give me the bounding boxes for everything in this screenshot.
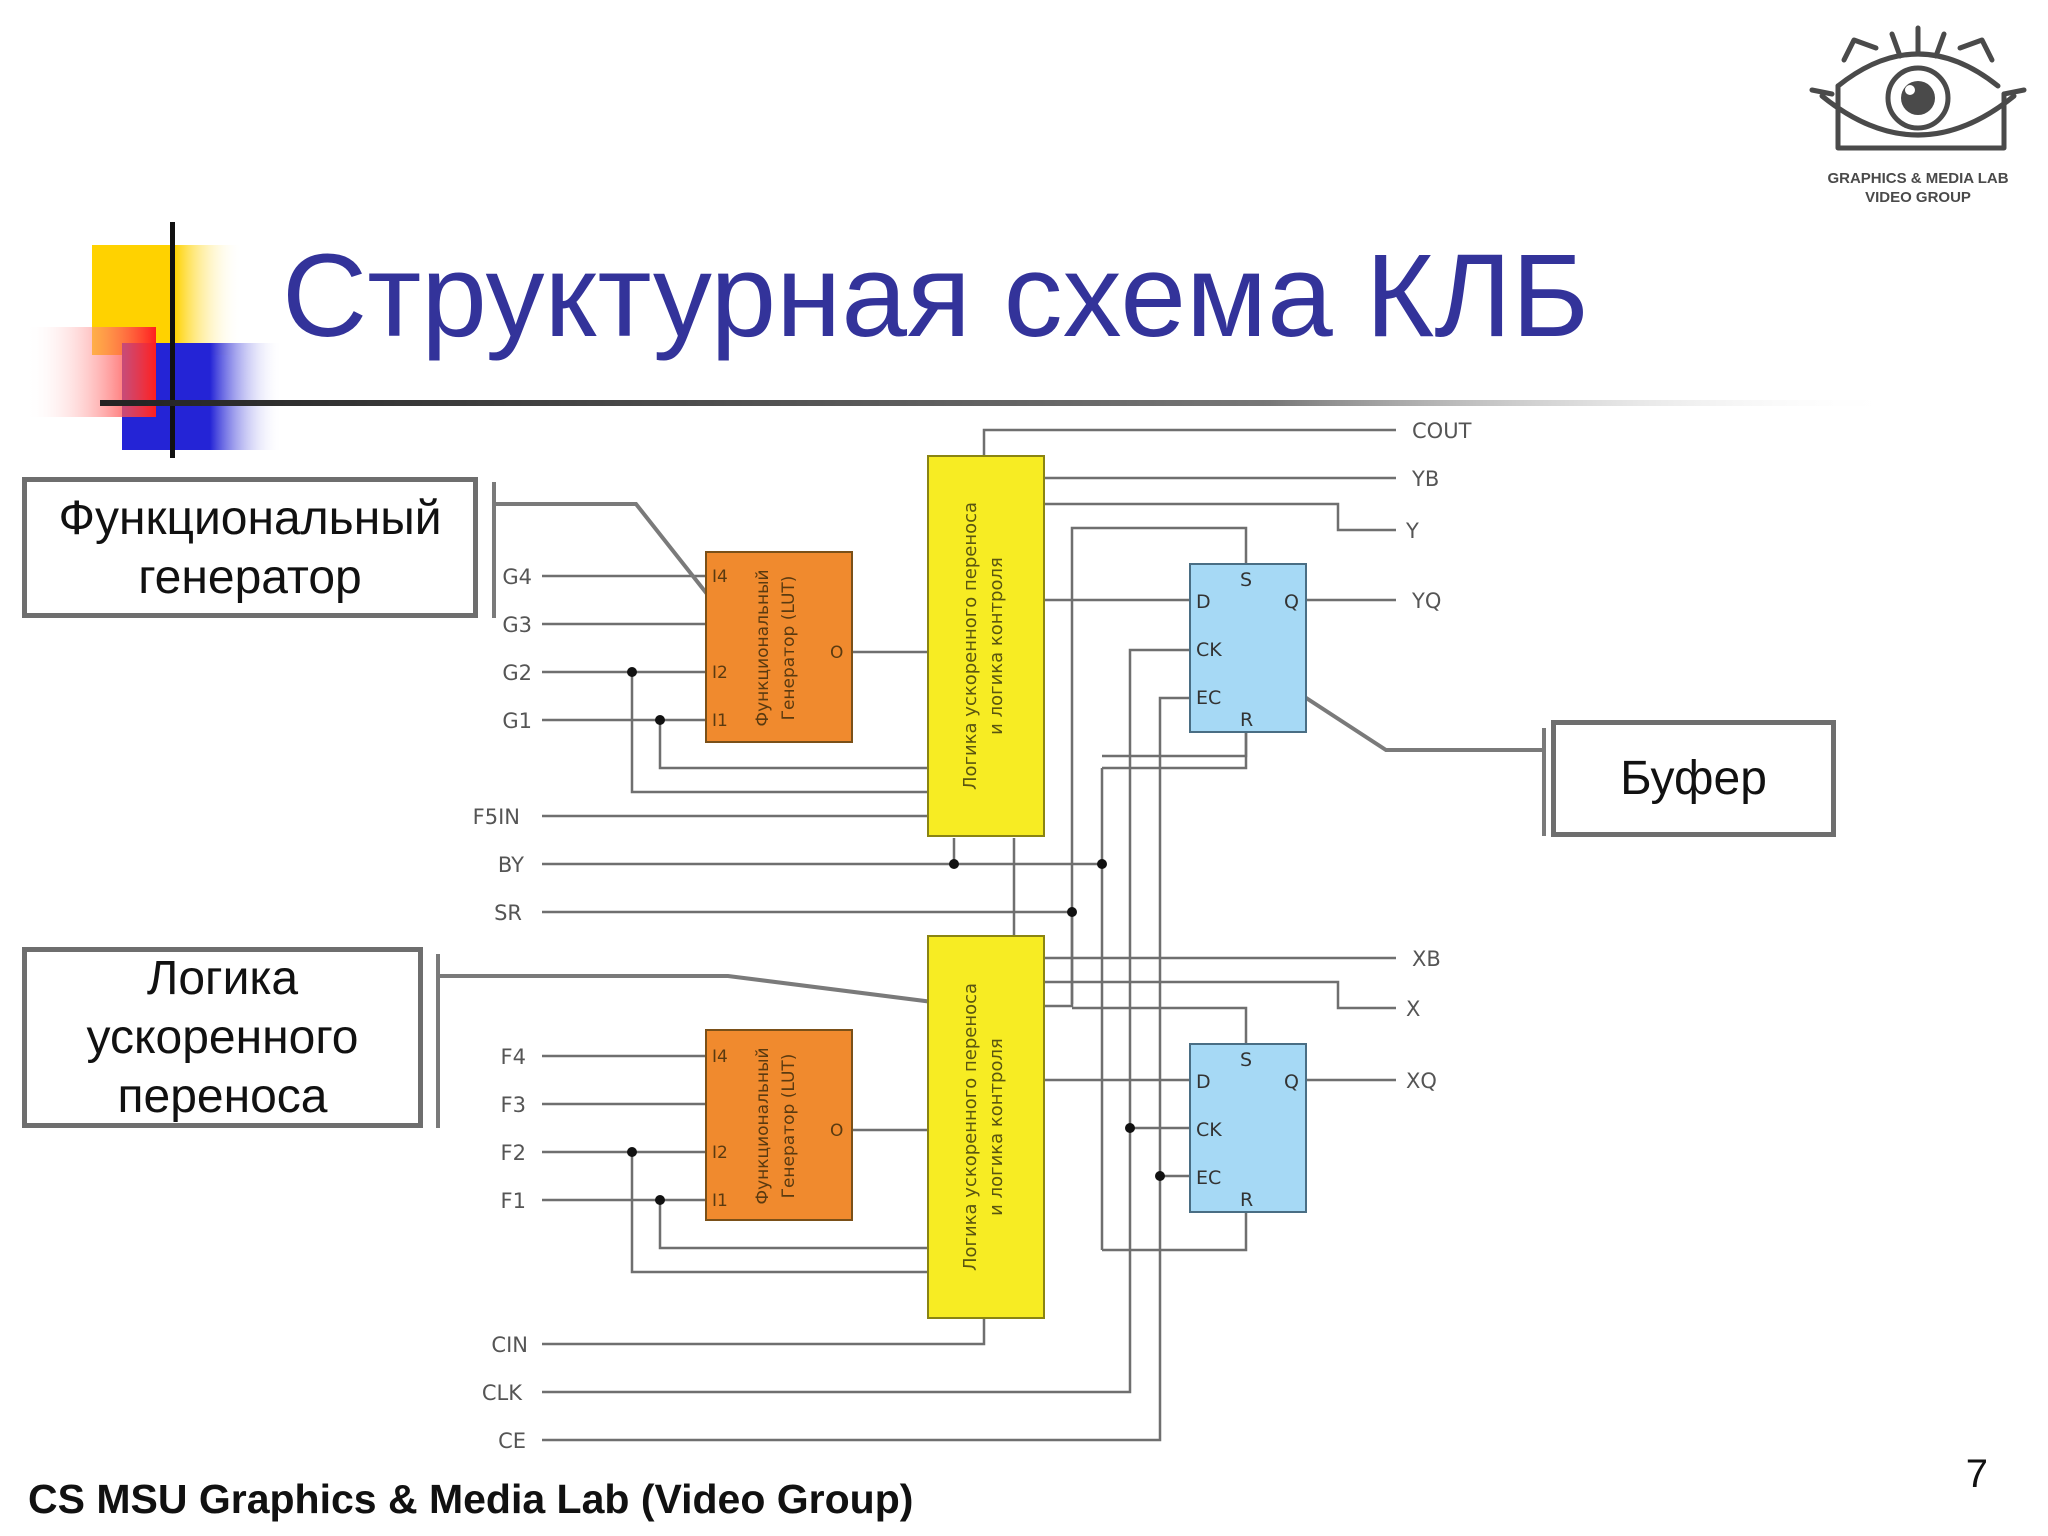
wires: [436, 428, 1546, 1442]
callout-function-generator: Функциональный генератор: [22, 477, 478, 618]
output-y: Y: [1405, 519, 1419, 543]
ff-bottom-pin-ec: EC: [1196, 1167, 1221, 1189]
lut-bottom-rect: [705, 1029, 853, 1221]
ff-bottom-rect: [1189, 1043, 1307, 1213]
lut-block-top: Функциональный Генератор (LUT) I4 I2 I1 …: [705, 551, 853, 743]
input-g1: G1: [502, 709, 532, 733]
lut-bottom-pin-i4: I4: [712, 1047, 728, 1067]
input-g4: G4: [502, 565, 532, 589]
lut-top-rect: [705, 551, 853, 743]
ff-top-pin-s: S: [1240, 569, 1252, 591]
carry-block-top: Логика ускоренного переноса и логика кон…: [927, 455, 1045, 837]
carry-top-label-2: и логика контроля: [986, 557, 1007, 735]
input-f1: F1: [501, 1189, 526, 1213]
page-number: 7: [1965, 1452, 1988, 1496]
input-cin: CIN: [491, 1333, 528, 1357]
ff-top-pin-d: D: [1196, 591, 1211, 613]
output-yq: YQ: [1411, 589, 1441, 613]
lut-top-pin-i1: I1: [712, 711, 728, 731]
output-xb: XB: [1412, 947, 1441, 971]
lut-bottom-label-1: Функциональный: [753, 1047, 773, 1204]
input-f2: F2: [501, 1141, 526, 1165]
callout-buffer: Буфер: [1551, 720, 1836, 837]
ff-top-pin-r: R: [1240, 709, 1253, 731]
input-sr: SR: [494, 901, 522, 925]
output-xq: XQ: [1406, 1069, 1437, 1093]
lut-bottom-label-2: Генератор (LUT): [779, 1054, 799, 1199]
carry-bottom-label-1: Логика ускоренного переноса: [960, 983, 981, 1271]
lut-bottom-pin-i1: I1: [712, 1191, 728, 1211]
logo-text-line1: GRAPHICS & MEDIA LAB: [1827, 170, 2009, 187]
input-f3: F3: [501, 1093, 526, 1117]
carry-top-rect: [927, 455, 1045, 837]
input-g2: G2: [502, 661, 532, 685]
input-clk: CLK: [482, 1381, 523, 1405]
output-labels: COUT YB Y YQ XB X XQ: [1405, 419, 1472, 1093]
carry-top-label-1: Логика ускоренного переноса: [960, 502, 981, 790]
lut-bottom-pin-i2: I2: [712, 1143, 728, 1163]
ff-top-pin-q: Q: [1284, 591, 1299, 613]
slide-title: Структурная схема КЛБ: [282, 230, 1590, 362]
input-ce: CE: [498, 1429, 526, 1453]
input-labels: G4 G3 G2 G1 F5IN BY SR F4 F3 F2 F1 CIN C…: [473, 565, 532, 1453]
ff-top-pin-ec: EC: [1196, 687, 1221, 709]
input-g3: G3: [502, 613, 532, 637]
lut-top-label-1: Функциональный: [753, 569, 773, 726]
lut-top-pin-i4: I4: [712, 567, 728, 587]
output-x: X: [1406, 997, 1420, 1021]
eye-logo-icon: [1809, 25, 2027, 151]
lut-block-bottom: Функциональный Генератор (LUT) I4 I2 I1 …: [705, 1029, 853, 1221]
flipflop-top: S D Q CK EC R: [1189, 563, 1307, 733]
title-underline: [100, 400, 1900, 406]
ff-bottom-pin-ck: CK: [1196, 1119, 1222, 1141]
carry-bottom-label-2: и логика контроля: [986, 1038, 1007, 1216]
ff-bottom-pin-s: S: [1240, 1049, 1252, 1071]
footer-text: CS MSU Graphics & Media Lab (Video Group…: [28, 1476, 914, 1522]
output-cout: COUT: [1412, 419, 1472, 443]
lut-top-pin-o: O: [830, 643, 843, 663]
input-f5in: F5IN: [473, 805, 520, 829]
ff-bottom-pin-q: Q: [1284, 1071, 1299, 1093]
lut-top-label-2: Генератор (LUT): [779, 576, 799, 721]
ff-top-rect: [1189, 563, 1307, 733]
flipflop-bottom: S D Q CK EC R: [1189, 1043, 1307, 1213]
deco-vertical-bar: [170, 222, 175, 458]
lut-top-pin-i2: I2: [712, 663, 728, 683]
logo-text-line2: VIDEO GROUP: [1865, 189, 1971, 206]
junctions: [627, 667, 1165, 1205]
ff-top-pin-ck: CK: [1196, 639, 1222, 661]
callout-carry-logic: Логика ускоренного переноса: [22, 947, 423, 1128]
carry-block-bottom: Логика ускоренного переноса и логика кон…: [927, 935, 1045, 1319]
title-decoration: [26, 222, 282, 458]
input-f4: F4: [501, 1045, 526, 1069]
carry-bottom-rect: [927, 935, 1045, 1319]
ff-bottom-pin-r: R: [1240, 1189, 1253, 1211]
ff-bottom-pin-d: D: [1196, 1071, 1211, 1093]
output-yb: YB: [1411, 467, 1439, 491]
lut-bottom-pin-o: O: [830, 1121, 843, 1141]
input-by: BY: [498, 853, 524, 877]
